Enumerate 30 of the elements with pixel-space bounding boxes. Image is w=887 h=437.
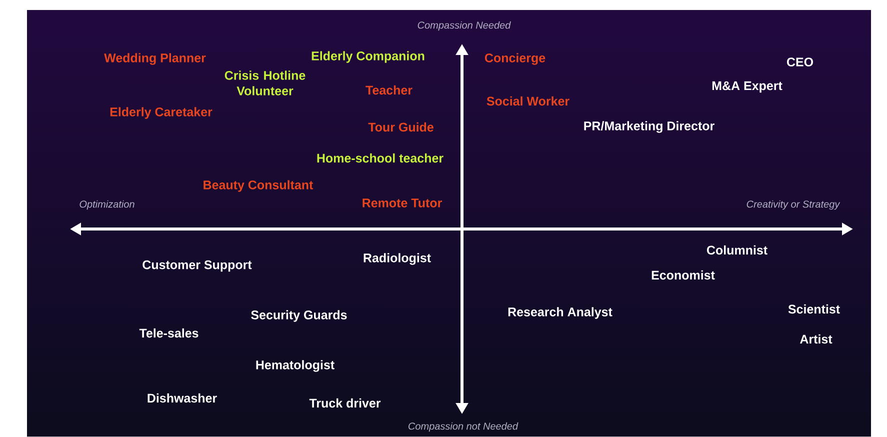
job-label: Hematologist	[256, 360, 334, 372]
job-label: Customer Support	[142, 260, 252, 272]
job-label: Research Analyst	[508, 307, 612, 319]
job-label: Remote Tutor	[362, 198, 442, 208]
job-label: Crisis Hotline Volunteer	[224, 70, 306, 96]
axis-label: Compassion Needed	[418, 21, 511, 31]
job-label: Elderly Caretaker	[110, 107, 212, 119]
job-label: M&A Expert	[712, 81, 782, 93]
job-label: Scientist	[788, 304, 840, 314]
axis-label: Optimization	[80, 200, 134, 210]
job-label: PR/Marketing Director	[584, 121, 714, 133]
job-label: Tour Guide	[368, 122, 434, 132]
job-label: Columnist	[706, 245, 768, 255]
job-label: CEO	[786, 58, 814, 66]
job-label: Economist	[652, 270, 715, 280]
job-label: Dishwasher	[148, 393, 217, 403]
job-label: Elderly Companion	[312, 51, 424, 63]
job-label: Tele-sales	[139, 328, 198, 338]
job-label: Security Guards	[251, 310, 347, 322]
job-label: Radiologist	[364, 253, 431, 265]
job-label: Artist	[800, 334, 832, 344]
job-label: Beauty Consultant	[204, 180, 314, 192]
job-label: Home-school teacher	[317, 153, 444, 163]
job-label: Concierge	[484, 53, 546, 65]
job-label: Truck driver	[309, 398, 381, 408]
job-label: Wedding Planner	[104, 53, 206, 65]
job-label: Teacher	[366, 85, 412, 95]
axis-label: Compassion not Needed	[408, 422, 518, 432]
job-label: Social Worker	[486, 96, 570, 106]
axis-label: Creativity or Strategy	[746, 200, 840, 210]
